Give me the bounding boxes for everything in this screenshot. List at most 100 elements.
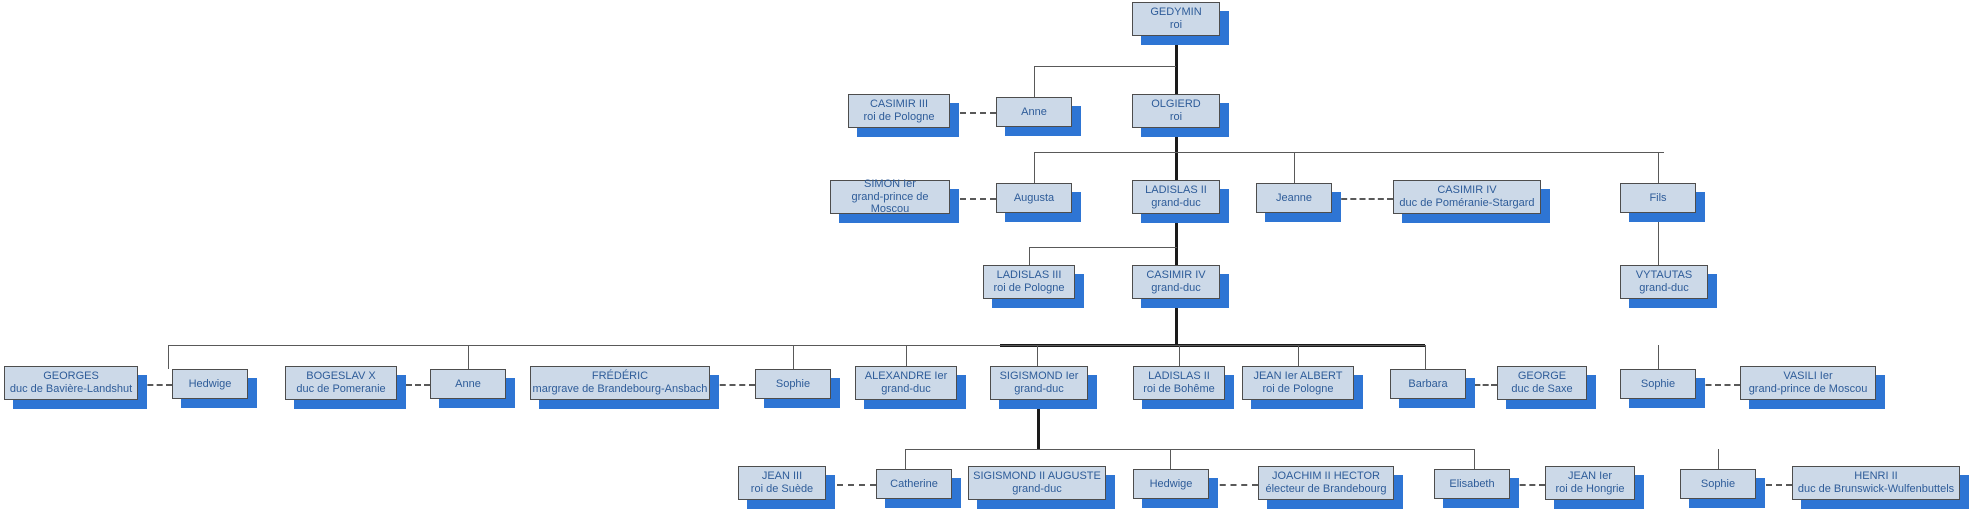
node-fils[interactable]: Fils [1620,183,1705,222]
node-card[interactable]: Hedwige [172,369,248,399]
node-anne-bogeslav[interactable]: Anne [430,369,515,408]
node-name: Fils [1649,191,1667,204]
node-augusta[interactable]: Augusta [996,183,1081,222]
node-card[interactable]: Sophie [755,369,831,399]
node-card[interactable]: Barbara [1390,369,1466,399]
connector-sigismond1-stem [1037,345,1038,366]
connector-sophie-vasili-stem [1658,345,1659,369]
node-name: Hedwige [188,377,232,390]
connector-fils-stem [1658,152,1659,183]
node-hedwige-georges[interactable]: Hedwige [172,369,257,408]
node-name: OLGIERD [1151,98,1201,111]
node-title: électeur de Brandebourg [1265,483,1387,495]
node-barbara[interactable]: Barbara [1390,369,1475,408]
node-card[interactable]: Sophie [1620,369,1696,399]
node-name: GEDYMIN [1150,6,1202,19]
marriage-connector [1696,384,1740,386]
node-catherine[interactable]: Catherine [876,469,961,508]
node-card[interactable]: Augusta [996,183,1072,213]
node-name: CASIMIR IV [1437,184,1497,197]
node-hedwige-joachim[interactable]: Hedwige [1133,469,1218,508]
node-jeanne[interactable]: Jeanne [1256,183,1341,222]
connector-ladislas3-stem [1029,247,1030,265]
node-title: grand-prince de Moscou [851,190,929,216]
node-title: grand-duc [1151,282,1201,294]
node-title: roi de Pologne [863,111,935,123]
node-title: grand-prince de Moscou [1748,383,1868,395]
node-title: duc de Bavière-Landshut [9,383,133,395]
node-card[interactable]: Fils [1620,183,1696,213]
node-name: VYTAUTAS [1635,269,1693,282]
node-card[interactable]: Anne [996,97,1072,127]
node-name: Sophie [1640,377,1676,390]
node-title: roi [1169,111,1183,123]
node-card[interactable]: Sophie [1680,469,1756,499]
node-card[interactable]: Jeanne [1256,183,1332,213]
node-card[interactable]: Anne [430,369,506,399]
node-sophie-vasili[interactable]: Sophie [1620,369,1705,408]
connector-elisabeth-stem [1474,449,1475,469]
connector-anne-bogeslav-stem [468,345,469,369]
node-sophie-henri[interactable]: Sophie [1680,469,1765,508]
node-title: margrave de Brandebourg-Ansbach [532,383,708,395]
node-title: roi de Pologne [1262,383,1334,395]
node-sophie-frederic[interactable]: Sophie [755,369,840,408]
node-elisabeth[interactable]: Elisabeth [1434,469,1519,508]
node-title: roi de Bohême [1143,383,1215,395]
node-title: duc de Brunswick-Wulfenbuttels [1797,483,1955,495]
node-card[interactable]: Catherine [876,469,952,499]
node-name: JOACHIM II HECTOR [1272,470,1380,483]
connector-augusta-stem [1034,152,1035,183]
node-card[interactable]: Hedwige [1133,469,1209,499]
node-name: SIGISMOND II AUGUSTE [973,470,1101,483]
node-anne-olgierd[interactable]: Anne [996,97,1081,136]
node-card[interactable]: Elisabeth [1434,469,1510,499]
